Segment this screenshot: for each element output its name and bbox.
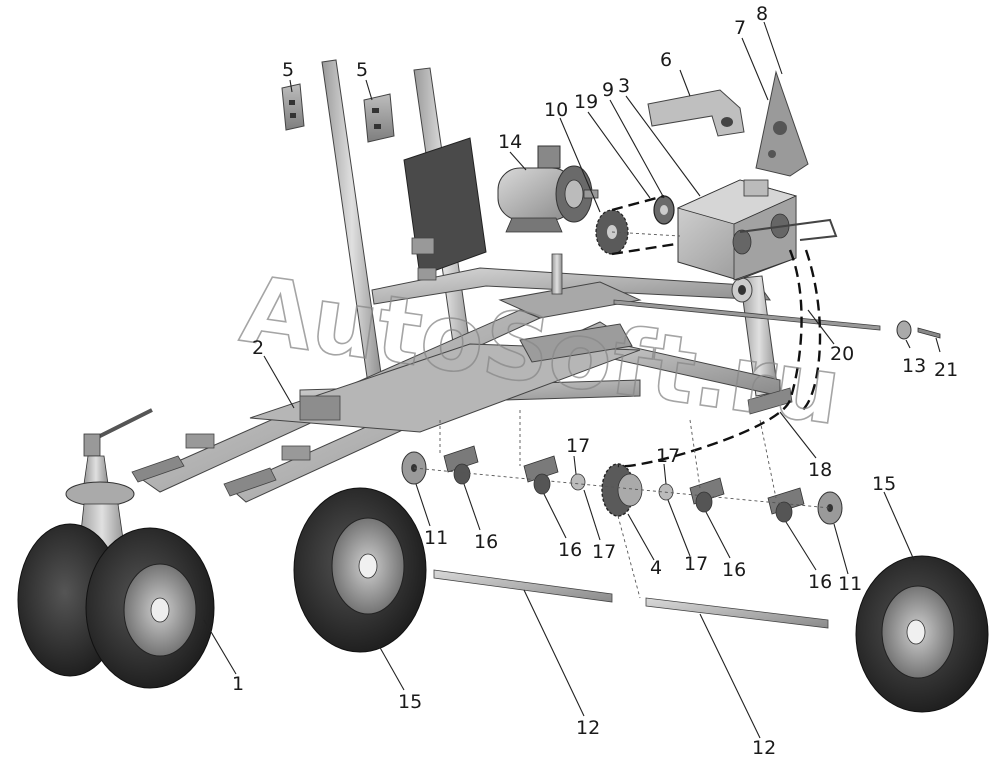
bearing-16-b bbox=[523, 455, 559, 495]
callout-18: 18 bbox=[808, 459, 832, 481]
gearbox bbox=[676, 179, 838, 281]
chain-path bbox=[611, 194, 822, 468]
electric-motor bbox=[497, 145, 599, 233]
axle-12-right bbox=[645, 597, 829, 629]
callout-16-a: 16 bbox=[474, 531, 498, 553]
drive-sprocket-4 bbox=[601, 463, 643, 517]
callout-12-right: 12 bbox=[752, 737, 776, 759]
callout-16-b: 16 bbox=[558, 539, 582, 561]
callout-15-right: 15 bbox=[872, 473, 896, 495]
wheel-15-left bbox=[293, 487, 427, 653]
centre-lines bbox=[413, 231, 831, 599]
callout-14: 14 bbox=[498, 131, 522, 153]
callout-2: 2 bbox=[252, 337, 264, 359]
callout-16-c: 16 bbox=[722, 559, 746, 581]
axle-12-left bbox=[433, 569, 613, 603]
bushing-17-a bbox=[570, 473, 586, 491]
callout-17-a: 17 bbox=[566, 435, 590, 457]
callout-1: 1 bbox=[232, 673, 244, 695]
callout-labels: 5 5 6 7 8 10 19 9 3 14 2 20 13 21 18 17 … bbox=[232, 3, 958, 759]
callout-5-right: 5 bbox=[356, 59, 368, 81]
callout-8: 8 bbox=[756, 3, 768, 25]
bearing-16-c bbox=[689, 477, 725, 513]
callout-10: 10 bbox=[544, 99, 568, 121]
callout-9: 9 bbox=[602, 79, 614, 101]
bracket-5-left bbox=[281, 83, 305, 131]
callout-21: 21 bbox=[934, 359, 958, 381]
callout-13: 13 bbox=[902, 355, 926, 377]
callout-17-c: 17 bbox=[592, 541, 616, 563]
chain-guard bbox=[755, 70, 809, 177]
callout-4: 4 bbox=[650, 557, 662, 579]
callout-11-left: 11 bbox=[424, 527, 448, 549]
bracket-5-right bbox=[363, 93, 395, 143]
callout-5-left: 5 bbox=[282, 59, 294, 81]
callout-17-d: 17 bbox=[684, 553, 708, 575]
callout-3: 3 bbox=[618, 75, 630, 97]
leader-lines bbox=[203, 21, 941, 739]
bolt-21 bbox=[917, 327, 941, 339]
wheel-15-right bbox=[855, 555, 989, 713]
callout-19: 19 bbox=[574, 91, 598, 113]
callout-12-left: 12 bbox=[576, 717, 600, 739]
callout-16-d: 16 bbox=[808, 571, 832, 593]
bracket-6 bbox=[647, 89, 745, 137]
callout-15-left: 15 bbox=[398, 691, 422, 713]
callout-17-b: 17 bbox=[656, 445, 680, 467]
callout-20: 20 bbox=[830, 343, 854, 365]
gearbox-sprocket bbox=[653, 195, 675, 225]
frame bbox=[131, 59, 793, 503]
bearing-16-d bbox=[767, 487, 805, 523]
washer-11-right bbox=[817, 491, 843, 525]
bearing-16-a bbox=[443, 445, 479, 485]
long-shaft-20 bbox=[613, 299, 881, 331]
caster-wheel bbox=[17, 408, 215, 689]
callout-6: 6 bbox=[660, 49, 672, 71]
nut-13 bbox=[896, 320, 912, 340]
callout-11-right: 11 bbox=[838, 573, 862, 595]
callout-7: 7 bbox=[734, 17, 746, 39]
